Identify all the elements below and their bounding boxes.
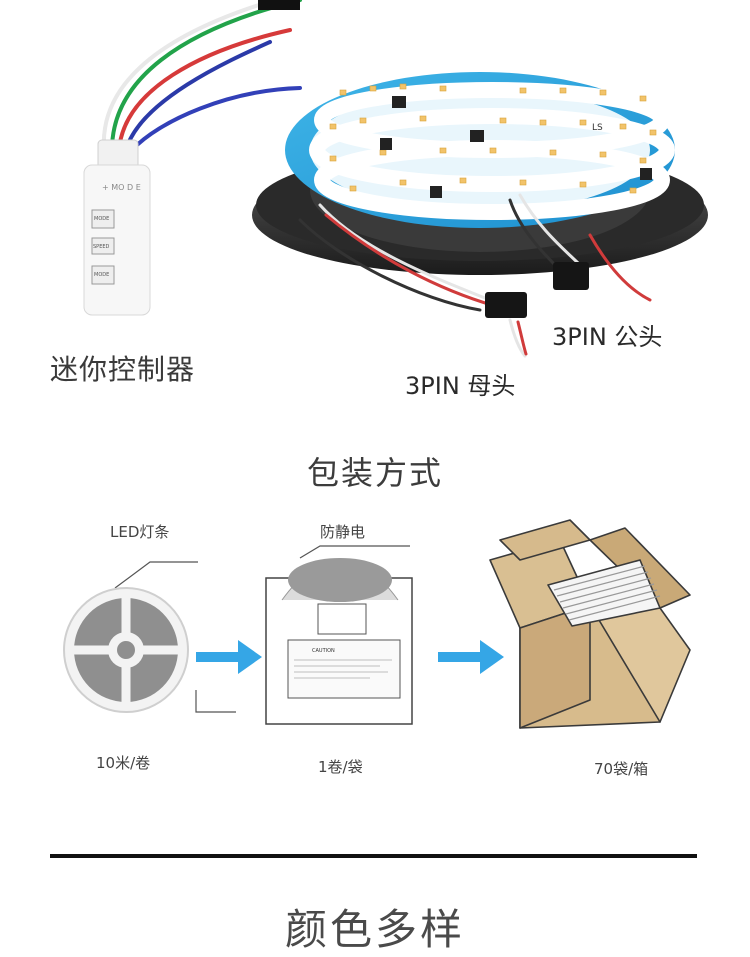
female-connector — [485, 292, 527, 318]
led-roll-icon — [63, 587, 189, 713]
packaging-title: 包装方式 — [306, 454, 443, 492]
product-photo: + MO D E MODE SPEED MODE LS — [83, 0, 708, 358]
section-divider — [50, 854, 697, 858]
controller-label: 迷你控制器 — [50, 353, 196, 386]
svg-text:+ MO D E: + MO D E — [102, 183, 141, 192]
wire-plug — [258, 0, 300, 10]
svg-text:SPEED: SPEED — [93, 244, 110, 250]
mini-controller: + MO D E MODE SPEED MODE — [83, 139, 151, 316]
packaging-diagram: CAUTION — [63, 519, 691, 729]
antistatic-bag-icon: CAUTION — [265, 558, 413, 725]
led-strip-label: LED灯条 — [110, 523, 170, 541]
female-connector-label: 3PIN 母头 — [405, 372, 516, 400]
male-connector — [553, 262, 589, 290]
colors-section-title: 颜色多样 — [284, 905, 465, 954]
controller-wires — [101, 0, 302, 152]
controller-mode-plus-button — [91, 209, 115, 229]
arrow-icon — [196, 640, 262, 674]
arrow-icon — [438, 640, 504, 674]
controller-speed-button — [91, 237, 115, 255]
svg-text:MODE: MODE — [94, 216, 109, 222]
controller-mode-minus-button — [91, 265, 115, 285]
roll-caption: 10米/卷 — [96, 754, 151, 772]
svg-text:MODE: MODE — [94, 272, 109, 278]
led-strip-reel: LS — [252, 72, 708, 275]
svg-text:LS: LS — [592, 123, 603, 133]
box-caption: 70袋/箱 — [594, 760, 649, 778]
male-connector-label: 3PIN 公头 — [552, 323, 663, 351]
bag-caption: 1卷/袋 — [318, 758, 363, 776]
antistatic-label: 防静电 — [320, 523, 366, 541]
svg-text:CAUTION: CAUTION — [312, 648, 335, 654]
carton-box-icon — [489, 519, 691, 729]
